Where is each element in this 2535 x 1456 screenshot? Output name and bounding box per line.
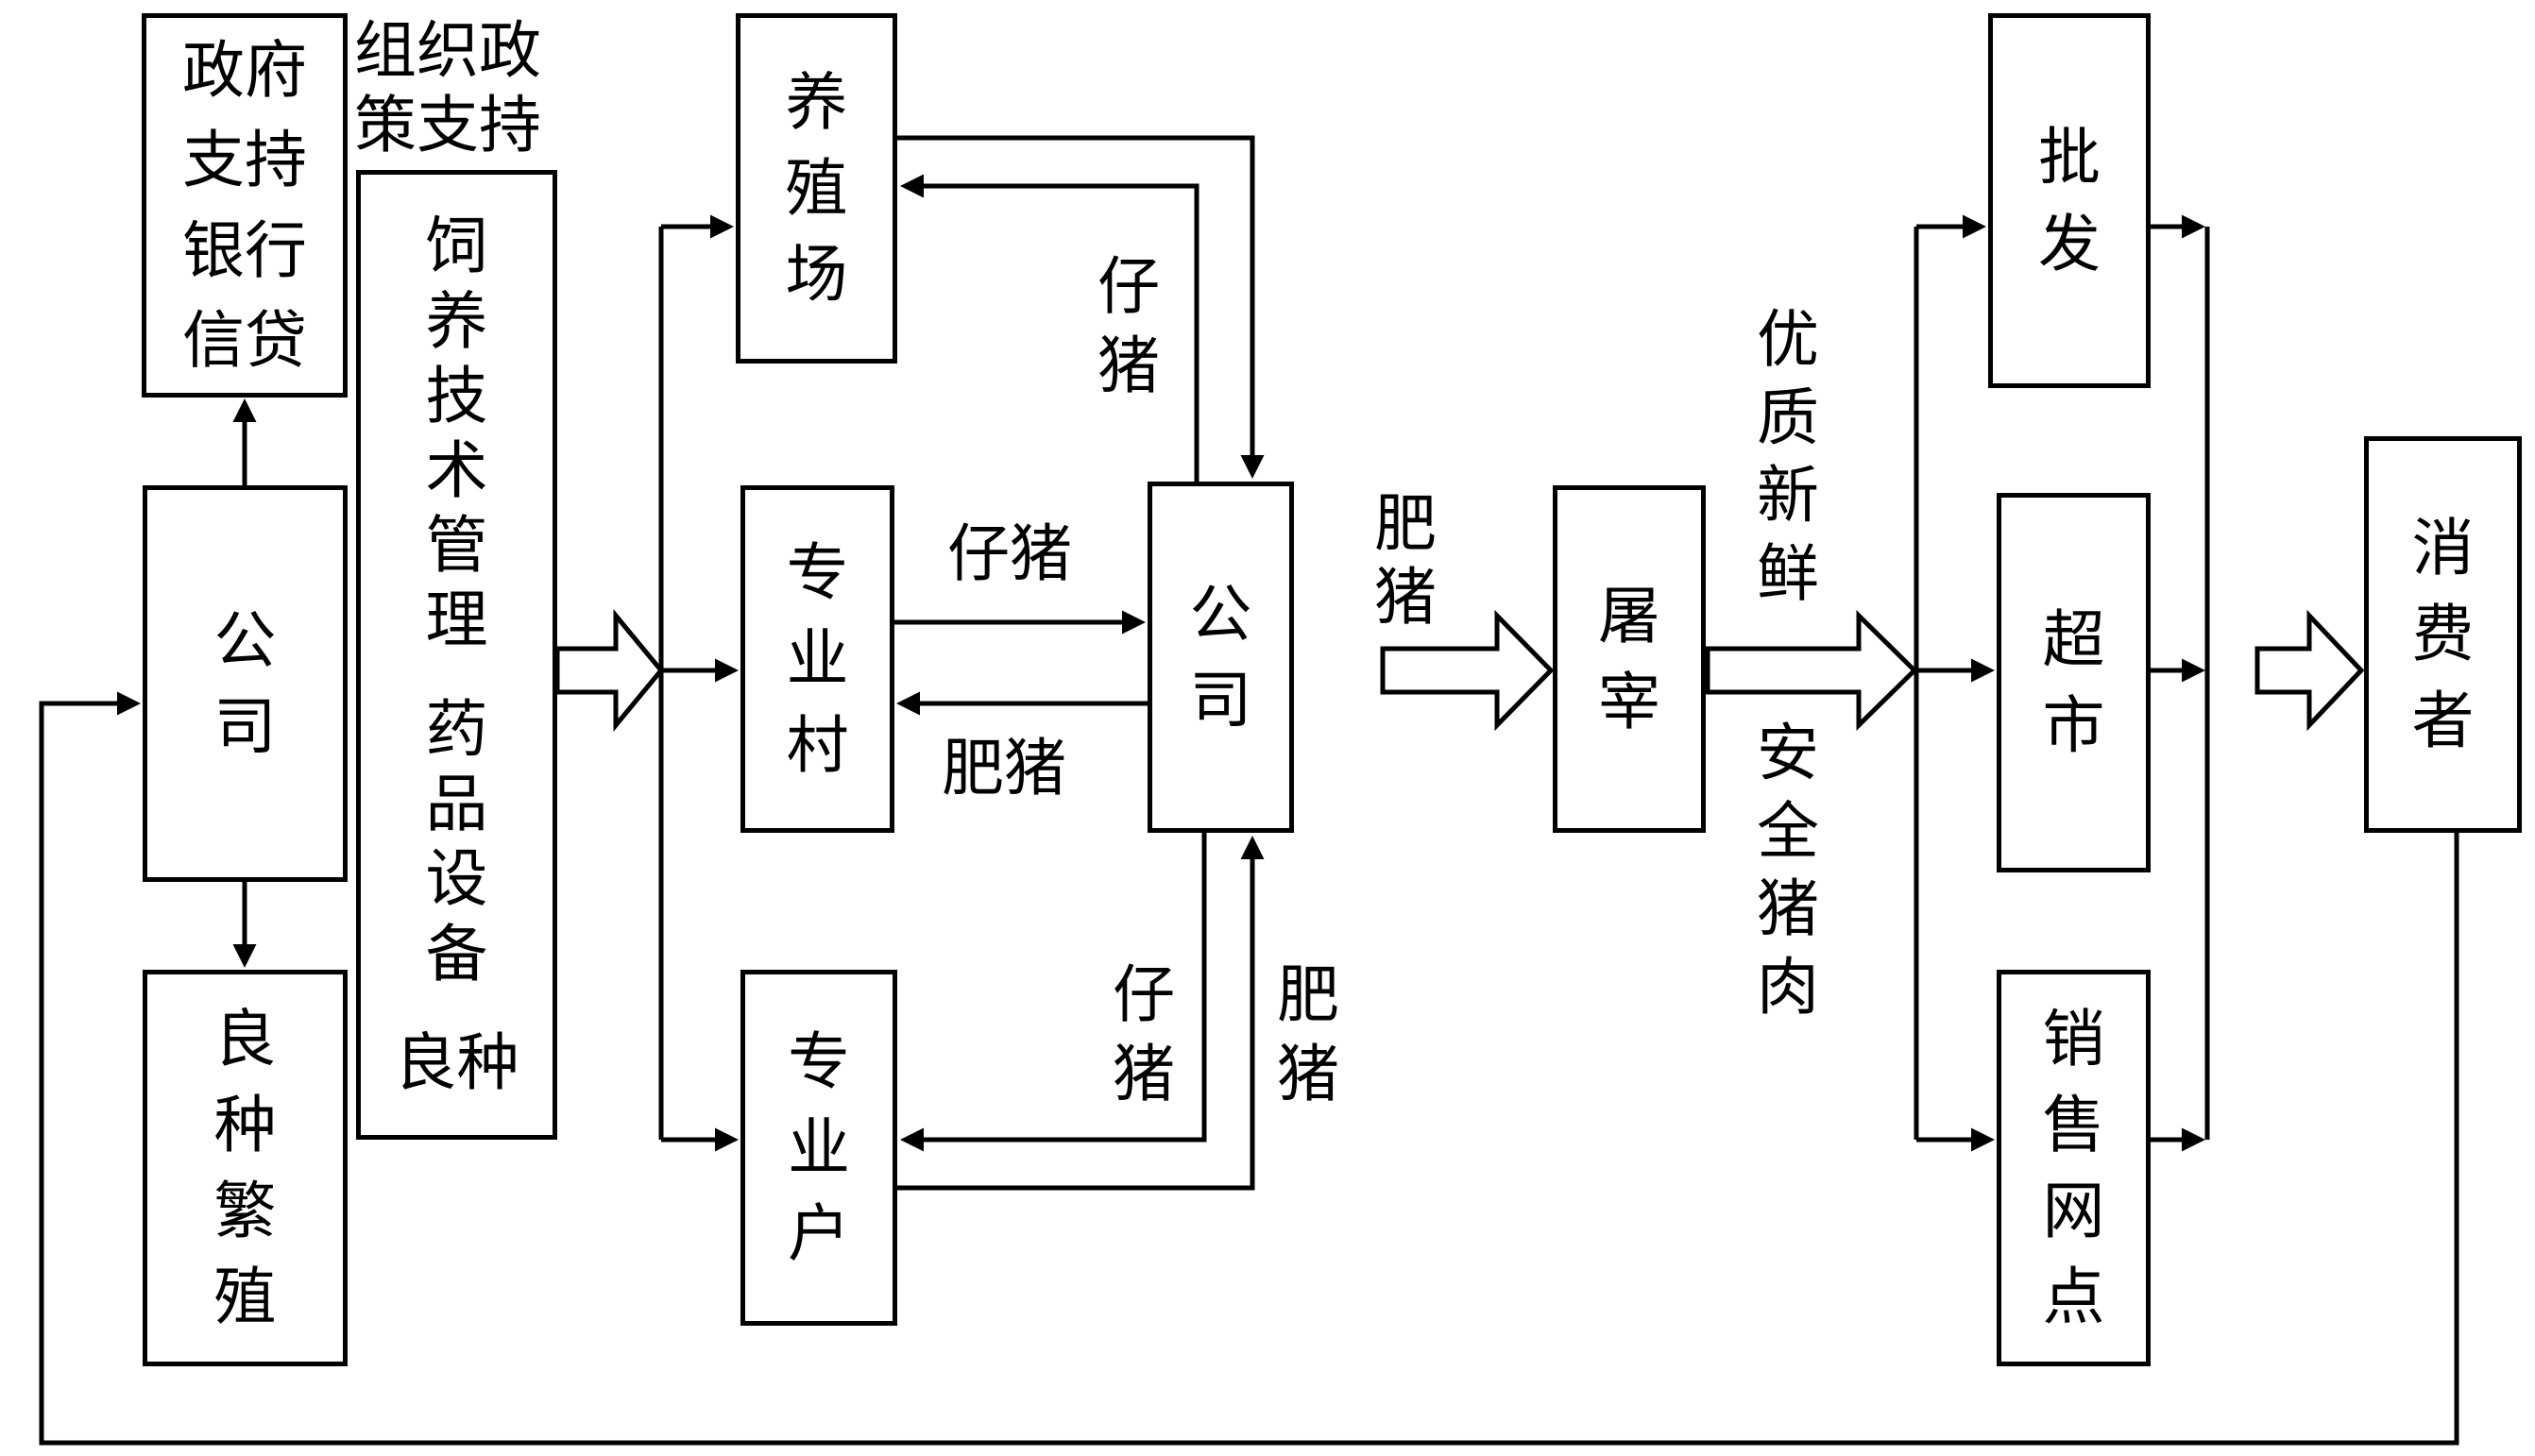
- box-supermarket-label: 超 市: [2042, 603, 2105, 760]
- block-arrow-retail-to-consumer: [2254, 609, 2365, 732]
- label-quality-fresh: 优 质 新 鲜: [1757, 304, 1819, 608]
- box-support-services: 饲 养 技 术 管 理 药 品 设 备 良种: [356, 170, 557, 1140]
- box-consumer: 消 费 者: [2364, 436, 2522, 833]
- box-breeding: 良 种 繁 殖: [143, 970, 348, 1366]
- box-farm: 养 殖 场: [736, 13, 897, 364]
- box-consumer-label: 消 费 者: [2411, 513, 2475, 755]
- box-household: 专 业 户: [740, 970, 897, 1326]
- label-fatpig-village: 肥猪: [942, 733, 1066, 803]
- block-arrow-company-to-slaughter: [1380, 609, 1555, 732]
- label-safe-pork: 安 全 猪 肉: [1757, 718, 1819, 1022]
- arrow-consumer-feedback-to-company: [39, 691, 2459, 1446]
- block-arrow-support-to-farms: [554, 609, 665, 732]
- box-supermarket: 超 市: [1997, 493, 2151, 872]
- arrow-farm-to-company: [897, 135, 1265, 479]
- box-sales-outlets-label: 销 售 网 点: [2042, 1003, 2105, 1332]
- box-sales-outlets: 销 售 网 点: [1997, 970, 2151, 1366]
- arrow-company-to-farm-piglet: [900, 174, 1199, 482]
- label-piglet-household: 仔 猪: [1113, 959, 1175, 1109]
- box-company-left: 公 司: [143, 485, 348, 882]
- label-policy-support: 组织政 策支持: [354, 15, 541, 161]
- box-slaughter-label: 屠 宰: [1598, 580, 1660, 736]
- box-household-label: 专 业 户: [788, 1025, 850, 1269]
- label-piglet-farm: 仔 猪: [1097, 251, 1160, 400]
- arrow-household-to-company-fatpig: [897, 836, 1265, 1191]
- support-medicine-equipment-label: 药 品 设 备: [425, 694, 488, 989]
- label-fatpig-slaughter: 肥 猪: [1374, 488, 1437, 632]
- label-piglet-village: 仔猪: [947, 518, 1072, 588]
- box-government-bank-support-label: 政府 支持 银行 信贷: [182, 35, 307, 375]
- box-village: 专 业 村: [740, 485, 894, 833]
- arrow-company-to-household-piglet: [900, 833, 1207, 1152]
- box-slaughter: 屠 宰: [1553, 485, 1706, 833]
- box-wholesale: 批 发: [1988, 13, 2151, 388]
- box-company-center: 公 司: [1148, 482, 1294, 833]
- box-wholesale-label: 批 发: [2038, 122, 2101, 279]
- block-arrow-slaughter-to-retail: [1705, 610, 1918, 731]
- support-breed-label: 良种: [394, 1027, 519, 1098]
- box-farm-label: 养 殖 场: [785, 66, 848, 310]
- box-breeding-label: 良 种 繁 殖: [213, 1003, 277, 1332]
- box-company-left-label: 公 司: [213, 604, 277, 761]
- box-village-label: 专 业 村: [786, 537, 849, 780]
- label-fatpig-household: 肥 猪: [1277, 959, 1339, 1109]
- box-government-bank-support: 政府 支持 银行 信贷: [142, 13, 348, 398]
- support-feed-tech-label: 饲 养 技 术 管 理: [425, 211, 488, 655]
- box-company-center-label: 公 司: [1189, 578, 1252, 735]
